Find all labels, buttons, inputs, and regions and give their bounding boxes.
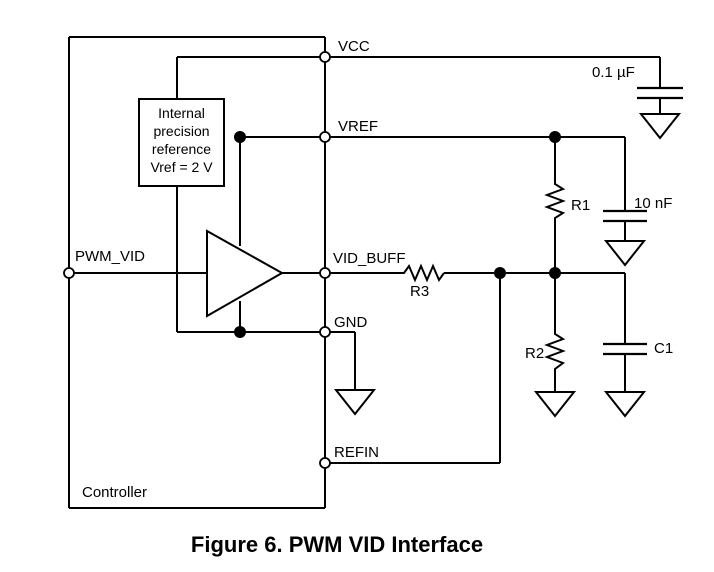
resistor-r2: [544, 273, 566, 392]
buffer-amplifier: [206, 229, 285, 318]
c1-label: C1: [654, 340, 673, 357]
junction-dot: [234, 131, 246, 143]
ref-line-3: reference: [152, 141, 211, 157]
junction-dot: [234, 326, 246, 338]
junction-dot: [549, 131, 561, 143]
vid-buff-label: VID_BUFF: [333, 250, 406, 267]
ground-symbol: [333, 389, 377, 416]
ground-symbol: [603, 240, 647, 267]
internal-reference-block: [138, 98, 225, 187]
ground-symbol: [638, 113, 682, 140]
pwm-vid-pin: [63, 267, 75, 279]
vref-capacitor: [603, 209, 647, 241]
vid-buff-pin: [319, 267, 331, 279]
capacitor-c1: [603, 273, 647, 392]
ground-symbol: [603, 391, 647, 418]
ref-line-2: precision: [153, 123, 209, 139]
refin-pin: [319, 457, 331, 469]
junction-dot: [549, 267, 561, 279]
vcc-capacitor: [637, 86, 683, 114]
ref-line-1: Internal: [158, 105, 205, 121]
controller-label: Controller: [82, 484, 147, 501]
vcc-label: VCC: [338, 38, 370, 55]
r1-label: R1: [571, 197, 590, 214]
vref-net: [239, 136, 626, 246]
vref-label: VREF: [338, 118, 378, 135]
ground-symbol: [533, 391, 577, 418]
cap-vref-label: 10 nF: [634, 195, 672, 212]
cap-vcc-label: 0.1 µF: [592, 64, 635, 81]
resistor-r1: [544, 178, 566, 273]
vid-buff-net: [282, 272, 625, 464]
vcc-pin: [319, 51, 331, 63]
resistor-r3: [398, 263, 445, 283]
vref-pin: [319, 131, 331, 143]
refin-label: REFIN: [334, 444, 379, 461]
gnd-label: GND: [334, 314, 368, 331]
r3-label: R3: [410, 283, 429, 300]
gnd-pin: [319, 326, 331, 338]
gnd-net: [177, 331, 356, 390]
pwm-vid-label: PWM_VID: [75, 248, 145, 265]
junction-dot: [494, 267, 506, 279]
figure-caption: Figure 6. PWM VID Interface: [191, 532, 483, 557]
ref-line-4: Vref = 2 V: [150, 159, 213, 175]
r2-label: R2: [525, 345, 544, 362]
